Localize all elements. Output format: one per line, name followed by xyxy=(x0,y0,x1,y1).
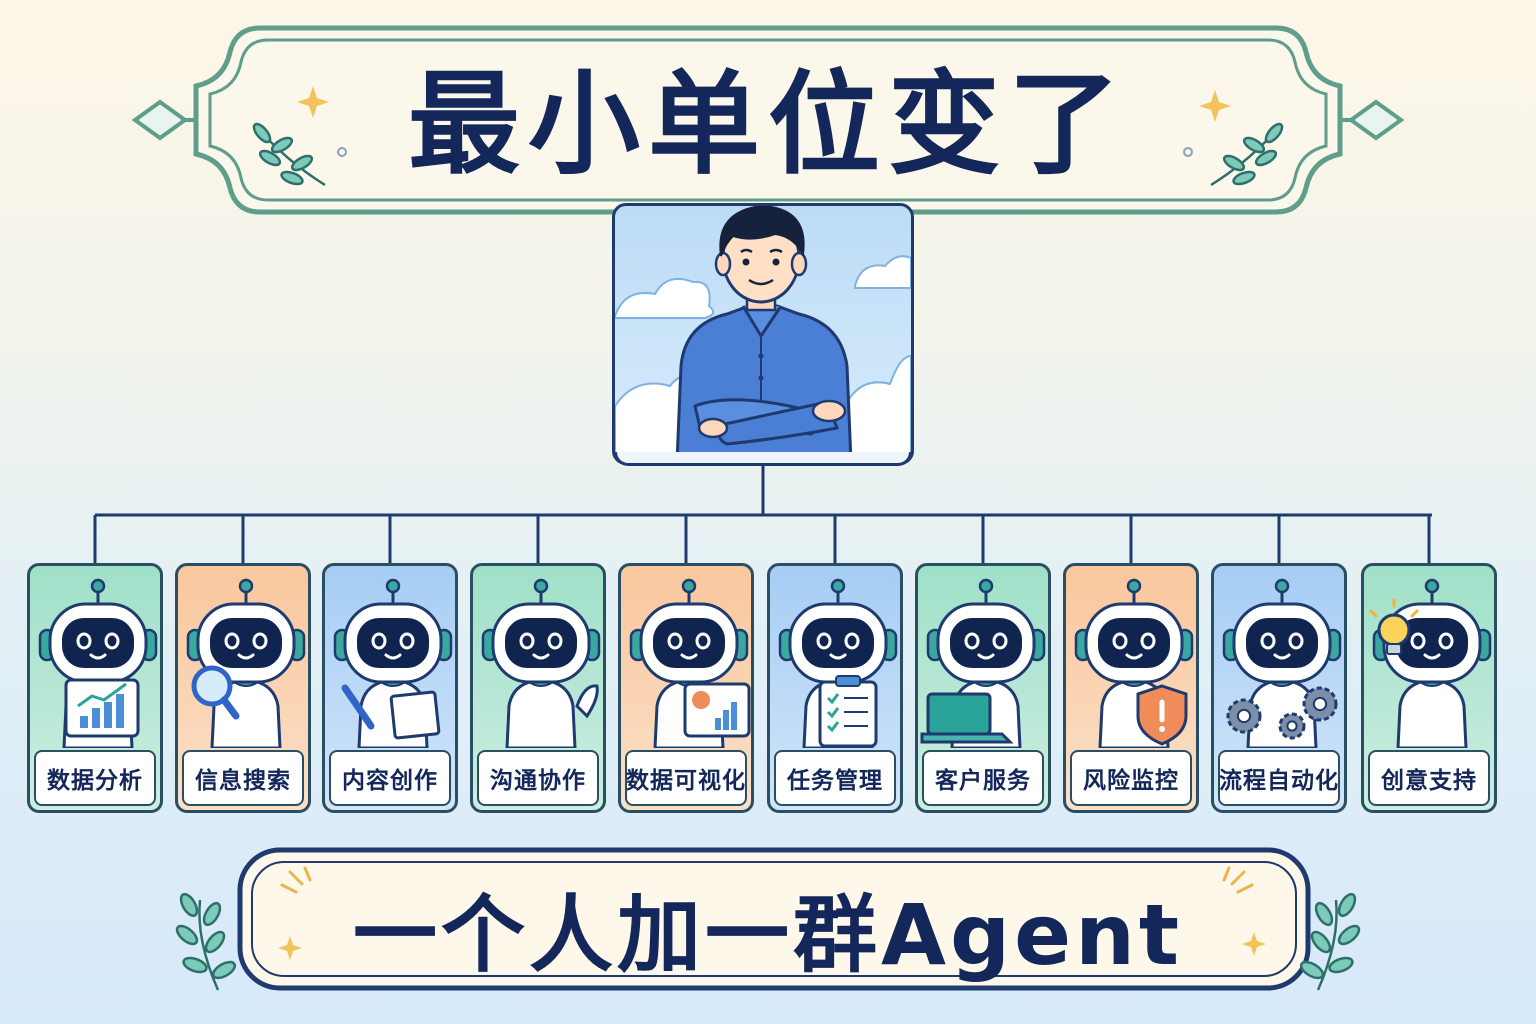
subtitle: 一个人加一群Agent xyxy=(352,885,1184,984)
agent-label: 内容创作 xyxy=(329,750,451,806)
person-arms-crossed-icon xyxy=(615,206,911,462)
laptop-headset-icon xyxy=(920,692,1014,744)
agent-card-data-visualization[interactable]: 数据可视化 xyxy=(618,563,754,813)
person-card xyxy=(612,203,914,465)
title-banner xyxy=(131,25,1405,215)
leaf-sprig-icon xyxy=(1210,122,1284,187)
leaf-sprig-icon xyxy=(175,892,237,991)
page-title: 最小单位变了 xyxy=(408,60,1128,190)
shield-alert-icon xyxy=(1136,684,1188,746)
banner-ornament-right xyxy=(1311,99,1405,141)
leaf-sprig-icon xyxy=(252,122,326,187)
agent-card-process-automation[interactable]: 流程自动化 xyxy=(1211,563,1347,813)
agent-label: 流程自动化 xyxy=(1218,750,1340,806)
robot-icon xyxy=(1372,578,1492,748)
agent-label: 客户服务 xyxy=(922,750,1044,806)
bottom-banner-frame xyxy=(237,847,1311,991)
robot-icon xyxy=(481,578,601,748)
agent-card-risk-monitoring[interactable]: 风险监控 xyxy=(1063,563,1199,813)
gears-icon xyxy=(1226,686,1338,740)
lightbulb-icon xyxy=(1369,598,1419,655)
agent-card-collaboration[interactable]: 沟通协作 xyxy=(470,563,606,813)
agent-label: 沟通协作 xyxy=(477,750,599,806)
headset-wave-icon xyxy=(575,684,599,719)
chart-board-icon xyxy=(64,678,140,738)
magnifier-icon xyxy=(191,665,240,720)
banner-frame-inner xyxy=(208,38,1328,202)
agent-card-content-creation[interactable]: 内容创作 xyxy=(322,563,458,813)
agent-label: 数据分析 xyxy=(34,750,156,806)
agent-card-info-search[interactable]: 信息搜索 xyxy=(175,563,311,813)
agent-card-data-analysis[interactable]: 数据分析 xyxy=(27,563,163,813)
sparkle-icon xyxy=(297,86,1231,122)
agent-label: 风险监控 xyxy=(1070,750,1192,806)
robot-icon xyxy=(1222,578,1342,748)
agent-card-task-management[interactable]: 任务管理 xyxy=(767,563,903,813)
bottom-banner xyxy=(175,847,1361,991)
robot-icon xyxy=(186,578,306,748)
agent-label: 创意支持 xyxy=(1368,750,1490,806)
agent-card-creative-support[interactable]: 创意支持 xyxy=(1361,563,1497,813)
dashboard-icon xyxy=(683,682,751,738)
agent-label: 任务管理 xyxy=(774,750,896,806)
agent-label: 数据可视化 xyxy=(625,750,747,806)
leaf-sprig-icon xyxy=(1299,892,1361,991)
agent-card-customer-service[interactable]: 客户服务 xyxy=(915,563,1051,813)
agent-label: 信息搜索 xyxy=(182,750,304,806)
banner-frame-outer xyxy=(193,25,1343,215)
pen-paper-icon xyxy=(341,684,441,740)
person-card-base xyxy=(614,452,912,466)
clipboard-checklist-icon xyxy=(818,675,878,748)
sparkle-icon xyxy=(278,866,1266,960)
